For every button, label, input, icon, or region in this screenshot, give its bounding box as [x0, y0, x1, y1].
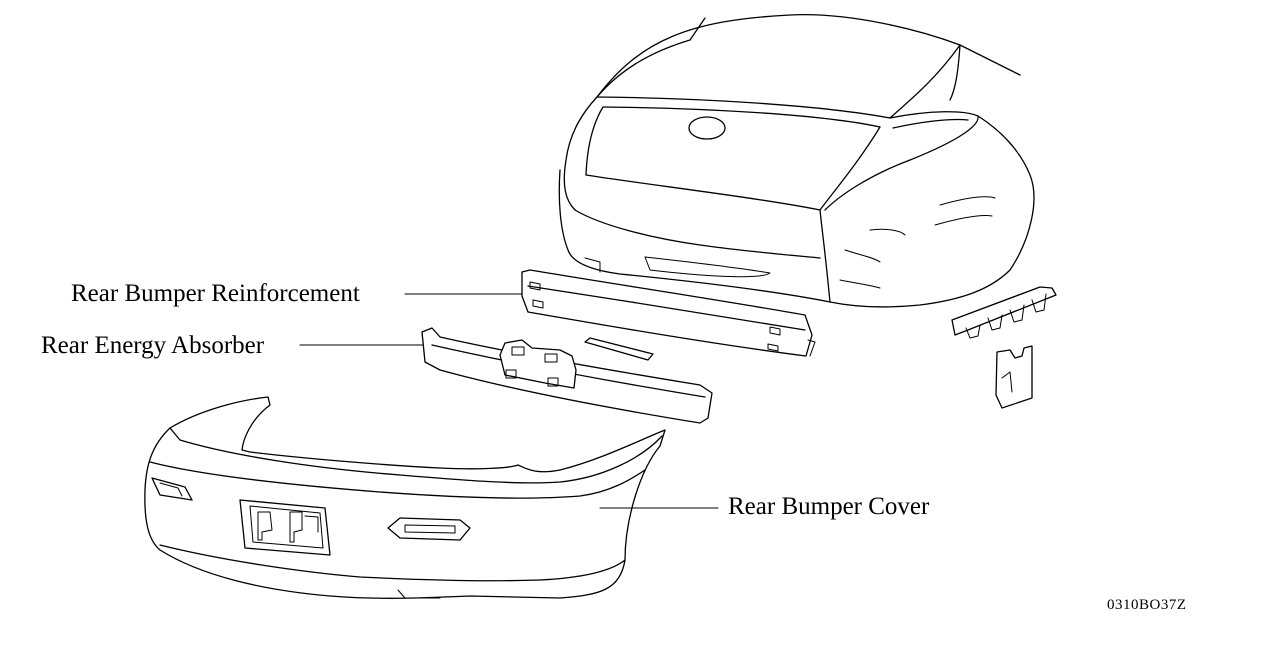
side-retainer-part — [951, 286, 1057, 339]
label-rear-energy-absorber: Rear Energy Absorber — [41, 332, 265, 359]
side-bracket-part — [995, 345, 1033, 409]
label-rear-bumper-reinforcement: Rear Bumper Reinforcement — [71, 280, 360, 307]
rear-energy-absorber-part — [421, 327, 713, 424]
spacer-bar-part — [584, 337, 654, 361]
car-rear-body — [558, 14, 1035, 308]
figure-code: 0310BO37Z — [1107, 597, 1187, 613]
rear-bumper-reinforcement-part — [521, 269, 816, 357]
rear-bumper-cover-part — [144, 396, 666, 599]
label-rear-bumper-cover: Rear Bumper Cover — [728, 493, 930, 520]
